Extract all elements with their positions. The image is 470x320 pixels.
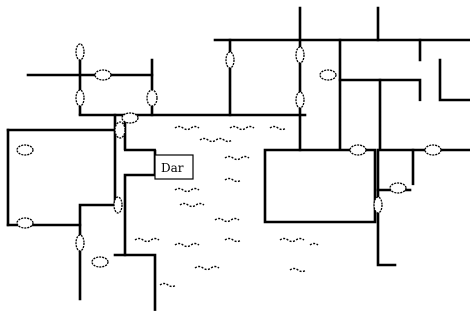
water-ripple — [174, 125, 200, 131]
lock-gate — [16, 144, 34, 156]
wall-right-box-top — [338, 78, 422, 102]
lock-gate — [91, 256, 109, 268]
water-ripple — [214, 217, 240, 223]
water-ripple — [289, 267, 307, 273]
water-ripple — [199, 137, 233, 143]
water-ripple — [224, 237, 242, 243]
water-ripple — [279, 237, 305, 243]
water-ripple — [194, 265, 220, 271]
lock-gate — [113, 196, 123, 214]
lock-gate — [295, 46, 305, 64]
lock-gate — [225, 51, 235, 69]
water-ripple — [269, 125, 287, 131]
lock-gate — [75, 43, 85, 61]
water-ripple — [309, 242, 319, 246]
lock-gate — [424, 144, 442, 156]
water-ripple — [174, 187, 200, 193]
water-ripple — [224, 155, 250, 161]
wall-dar-chamber — [123, 113, 157, 312]
water-ripple — [224, 177, 242, 183]
water-ripple — [179, 202, 205, 208]
water-ripple — [134, 237, 160, 243]
lock-gate — [389, 182, 407, 194]
dar-label: Dar — [161, 161, 184, 175]
lock-gate — [94, 69, 112, 81]
wall-right-top-inner — [438, 58, 470, 102]
lock-gate — [114, 121, 126, 139]
lock-gate — [319, 69, 337, 81]
water-area — [134, 125, 319, 288]
dar-label-box: Dar — [154, 154, 194, 180]
wall-right-lower-vertical — [376, 148, 397, 267]
water-ripple — [229, 125, 255, 131]
lock-gate — [75, 89, 85, 107]
lock-gates — [16, 43, 442, 268]
lock-gate — [349, 144, 367, 156]
lock-gate — [373, 196, 383, 214]
lock-gate — [121, 112, 139, 124]
water-ripple — [174, 242, 200, 248]
water-ripple — [159, 282, 177, 288]
lock-gate — [295, 91, 305, 109]
lock-gate — [16, 217, 34, 229]
wall-left-upper-box — [6, 128, 117, 302]
wall-right-central-box — [263, 148, 377, 224]
lock-gate — [146, 89, 158, 107]
lock-gate — [75, 234, 85, 252]
